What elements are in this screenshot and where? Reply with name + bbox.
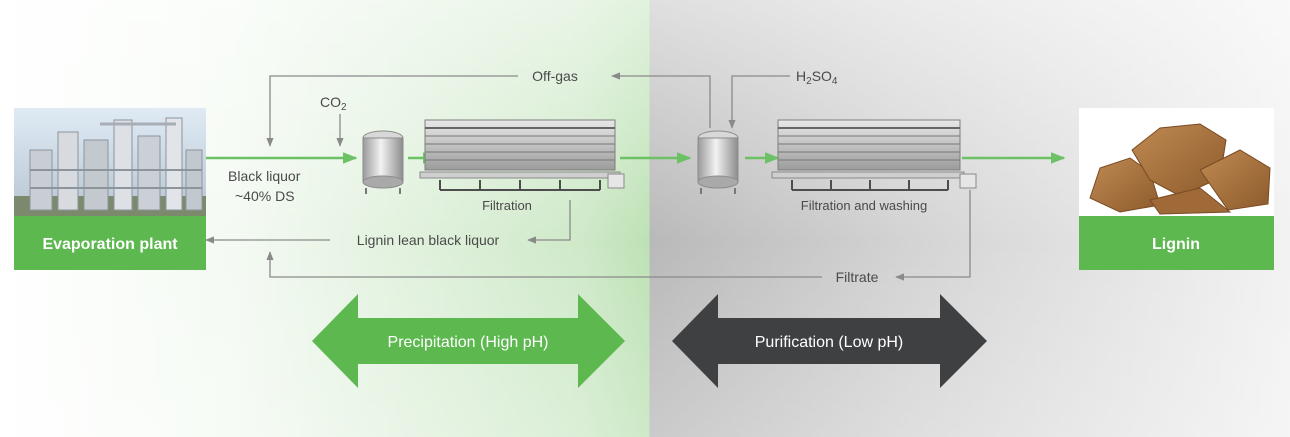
- h2so4-arrow: [728, 75, 790, 129]
- evaporation-plant-label: Evaporation plant: [42, 236, 178, 253]
- lignin-box: [1079, 216, 1274, 270]
- h2so4-label: H2SO4: [796, 68, 838, 87]
- filtration-label: Filtration: [482, 198, 532, 213]
- filtration-washing-label: Filtration and washing: [801, 198, 927, 213]
- purification-arrow: [672, 294, 987, 388]
- lignin-image: [1079, 108, 1274, 216]
- evaporation-plant-box: [14, 216, 206, 270]
- filter-press-1: [419, 119, 625, 191]
- filter-press-2: [771, 119, 977, 191]
- filtrate-arrow-in: [895, 190, 971, 281]
- lignin-lean-arrow-in: [527, 200, 571, 244]
- filtrate-label: Filtrate: [836, 269, 879, 285]
- precipitation-tank: [362, 130, 404, 194]
- filtrate-arrow-out: [266, 251, 822, 278]
- co2-label: CO2: [320, 94, 347, 113]
- precipitation-label: Precipitation (High pH): [388, 334, 549, 351]
- purification-label: Purification (Low pH): [755, 334, 904, 351]
- lignin-label: Lignin: [1152, 236, 1200, 253]
- black-liquor-label: Black liquor: [228, 168, 301, 184]
- off-gas-arrow-in: [611, 72, 711, 128]
- evaporation-plant-image: [14, 108, 206, 216]
- purification-tank: [697, 130, 739, 194]
- lignin-lean-label: Lignin lean black liquor: [357, 232, 500, 248]
- precipitation-arrow: [312, 294, 625, 388]
- off-gas-label: Off-gas: [532, 68, 578, 84]
- black-liquor-ds-label: ~40% DS: [235, 188, 295, 204]
- off-gas-arrow-out: [266, 75, 518, 147]
